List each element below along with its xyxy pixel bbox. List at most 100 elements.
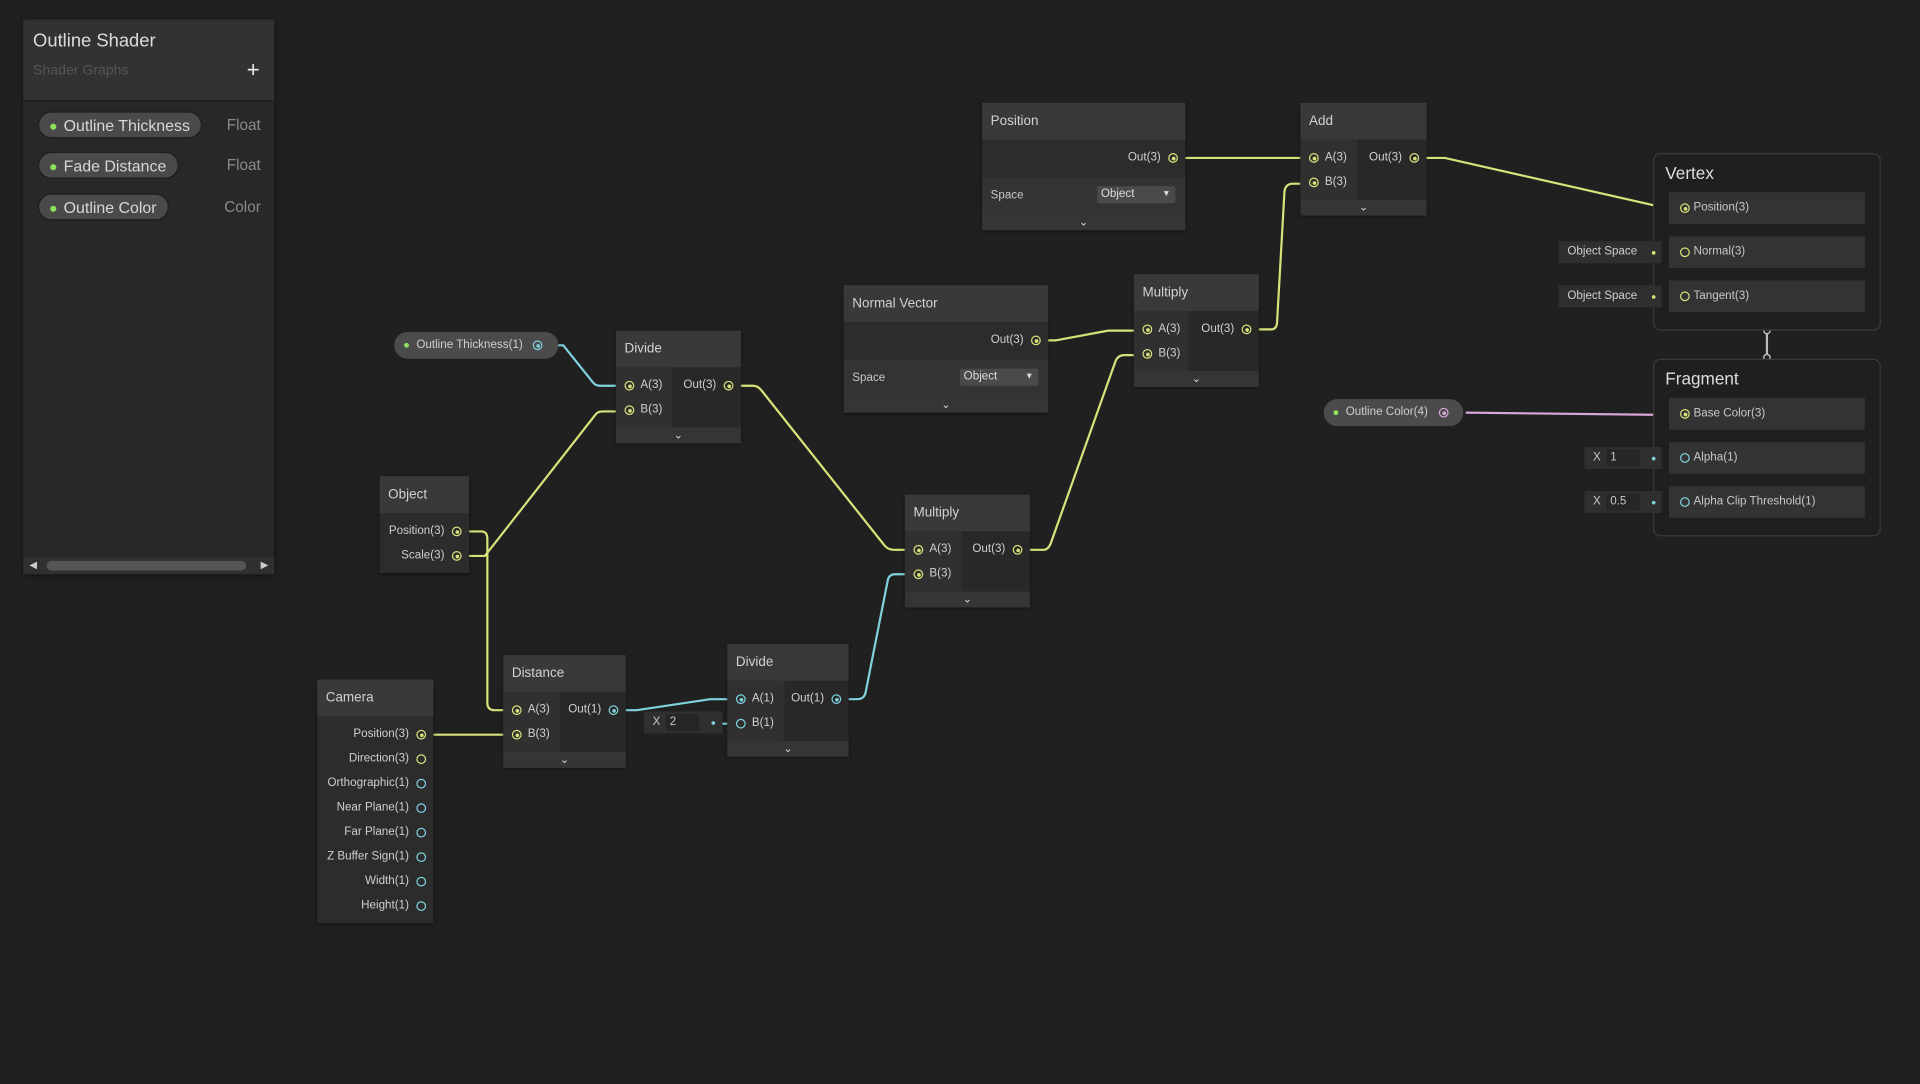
collapse-chevron-icon[interactable]: ⌄: [1300, 199, 1427, 216]
wire-distance-divide2[interactable]: [614, 698, 740, 712]
port-icon[interactable]: [624, 380, 635, 391]
input-port[interactable]: A(3): [616, 377, 671, 394]
port-icon[interactable]: [913, 544, 924, 555]
node-title[interactable]: Position: [982, 102, 1186, 140]
vertex-slot-normal[interactable]: Normal(3): [1668, 236, 1865, 269]
value-input[interactable]: 1: [1606, 449, 1640, 467]
port-icon[interactable]: [532, 340, 543, 351]
property-outline-color[interactable]: Outline Color: [37, 193, 169, 221]
node-title[interactable]: Distance: [503, 655, 626, 692]
port-icon[interactable]: [416, 803, 427, 814]
vertex-slot-tangent[interactable]: Tangent(3): [1668, 280, 1865, 313]
collapse-chevron-icon[interactable]: ⌄: [727, 740, 849, 757]
output-port[interactable]: Position(3): [380, 523, 469, 540]
port-icon[interactable]: [511, 729, 522, 740]
input-port[interactable]: B(1): [727, 715, 783, 732]
tangent-space-chip[interactable]: Object Space: [1558, 285, 1662, 308]
output-port[interactable]: Out(3): [961, 541, 1030, 558]
port-icon[interactable]: [1308, 177, 1319, 188]
output-port[interactable]: Z Buffer Sign(1): [317, 849, 433, 866]
input-port[interactable]: A(3): [1134, 321, 1188, 338]
collapse-chevron-icon[interactable]: ⌄: [843, 396, 1049, 413]
port-icon[interactable]: [1168, 153, 1178, 163]
input-port[interactable]: B(3): [905, 566, 961, 583]
vertex-slot-position[interactable]: Position(3): [1668, 192, 1865, 225]
scroll-right-icon[interactable]: ▶: [260, 559, 269, 571]
divide-b-input-field[interactable]: X 2: [644, 711, 723, 734]
port-icon[interactable]: [1308, 153, 1319, 163]
collapse-chevron-icon[interactable]: ⌄: [982, 214, 1186, 231]
collapse-chevron-icon[interactable]: ⌄: [1133, 371, 1259, 387]
wire-color-fragment[interactable]: [1465, 411, 1681, 417]
port-icon[interactable]: [1012, 544, 1023, 555]
collapse-chevron-icon[interactable]: ⌄: [503, 751, 626, 768]
port-icon[interactable]: [1031, 335, 1041, 346]
output-port[interactable]: Out(3): [671, 377, 741, 394]
output-port[interactable]: Height(1): [317, 898, 433, 915]
port-icon[interactable]: [723, 380, 734, 391]
property-outline-thickness[interactable]: Outline Thickness: [37, 111, 203, 139]
horizontal-scrollbar[interactable]: ◀ ▶: [23, 557, 275, 575]
input-port[interactable]: A(3): [503, 702, 559, 719]
add-property-icon[interactable]: +: [246, 57, 260, 83]
port-icon[interactable]: [1409, 153, 1420, 163]
value-input[interactable]: 2: [666, 713, 700, 732]
port-icon[interactable]: [416, 876, 427, 887]
port-icon[interactable]: [416, 729, 427, 740]
port-icon[interactable]: [735, 694, 746, 705]
outline-thickness-property-node[interactable]: Outline Thickness(1): [394, 331, 559, 359]
port-icon[interactable]: [416, 901, 427, 912]
port-icon[interactable]: [913, 569, 924, 580]
port-icon[interactable]: [831, 694, 842, 705]
output-port[interactable]: Near Plane(1): [317, 800, 433, 817]
outline-color-property-node[interactable]: Outline Color(4): [1323, 399, 1464, 427]
port-icon[interactable]: [416, 778, 427, 789]
node-title[interactable]: Add: [1300, 102, 1427, 140]
collapse-chevron-icon[interactable]: ⌄: [615, 427, 741, 444]
output-port[interactable]: Width(1): [317, 873, 433, 890]
wire-scale-divide1[interactable]: [457, 410, 629, 558]
fragment-slot-alpha-clip[interactable]: Alpha Clip Threshold(1): [1668, 486, 1865, 518]
input-port[interactable]: B(3): [616, 402, 671, 419]
port-icon[interactable]: [1241, 324, 1252, 335]
input-port[interactable]: B(3): [1300, 174, 1356, 191]
output-port[interactable]: Out(3): [1063, 149, 1185, 166]
alpha-input-field[interactable]: X 1: [1584, 446, 1662, 469]
port-icon[interactable]: [624, 405, 635, 416]
wire-normal-mul1[interactable]: [1035, 329, 1147, 342]
node-title[interactable]: Multiply: [904, 494, 1030, 532]
output-port[interactable]: Position(3): [317, 726, 433, 743]
output-port[interactable]: Far Plane(1): [317, 824, 433, 841]
scrollbar-thumb[interactable]: [46, 560, 247, 571]
port-icon[interactable]: [735, 718, 746, 729]
input-port[interactable]: B(3): [503, 726, 559, 743]
space-dropdown[interactable]: Object▼: [1097, 186, 1176, 204]
port-icon[interactable]: [511, 705, 522, 716]
port-icon[interactable]: [1438, 407, 1449, 418]
input-port[interactable]: A(3): [1300, 149, 1356, 166]
node-title[interactable]: Camera: [317, 679, 434, 717]
value-input[interactable]: 0.5: [1606, 493, 1640, 511]
node-title[interactable]: Divide: [615, 330, 741, 368]
output-port[interactable]: Out(1): [784, 691, 849, 708]
node-title[interactable]: Object: [379, 476, 469, 514]
space-dropdown[interactable]: Object▼: [960, 368, 1039, 386]
port-icon[interactable]: [451, 526, 462, 537]
collapse-chevron-icon[interactable]: ⌄: [904, 591, 1030, 608]
input-port[interactable]: A(3): [905, 541, 961, 558]
alpha-clip-input-field[interactable]: X 0.5: [1584, 491, 1662, 514]
input-port[interactable]: A(1): [727, 691, 783, 708]
wire-add-vertex[interactable]: [1414, 156, 1681, 207]
normal-space-chip[interactable]: Object Space: [1558, 241, 1662, 264]
node-title[interactable]: Normal Vector: [843, 285, 1049, 323]
fragment-slot-base-color[interactable]: Base Color(3): [1668, 397, 1865, 430]
